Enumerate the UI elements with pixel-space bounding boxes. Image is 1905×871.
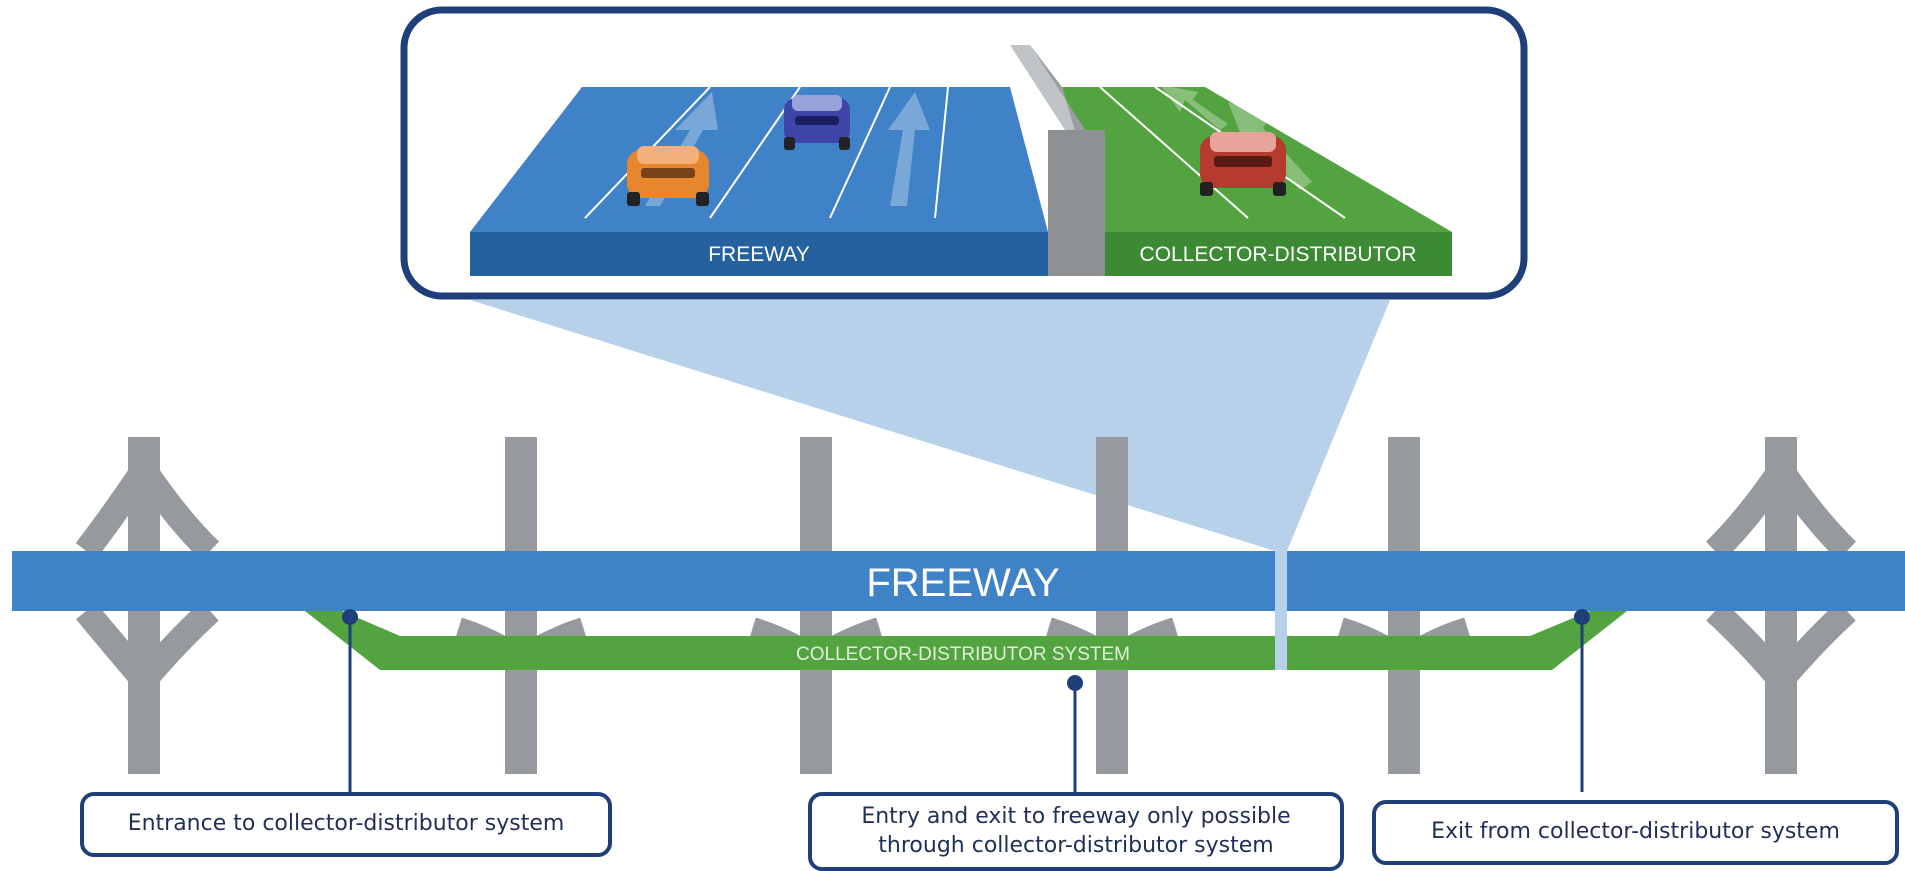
inset-cd-front xyxy=(1105,232,1452,276)
inset-freeway-front xyxy=(470,232,1048,276)
leader-dot-exit xyxy=(1574,609,1590,625)
callout-exit: Exit from collector-distributor system xyxy=(1372,800,1899,865)
inset-freeway-label: FREEWAY xyxy=(708,243,810,266)
cd-system-road xyxy=(305,611,1627,670)
callout-exit-text: Exit from collector-distributor system xyxy=(1431,819,1840,845)
red-car-icon xyxy=(1200,132,1286,196)
blue-car-icon xyxy=(784,95,850,150)
leader-dot-entrance xyxy=(342,609,358,625)
leader-dot-middle xyxy=(1067,675,1083,691)
main-freeway xyxy=(12,551,1905,611)
freeway-label: FREEWAY xyxy=(866,561,1059,605)
inset-barrier-front xyxy=(1048,130,1105,276)
inset-cd-label: COLLECTOR-DISTRIBUTOR xyxy=(1140,243,1417,266)
callout-freeway-access: Entry and exit to freeway only possible … xyxy=(808,792,1344,871)
cd-system-label: COLLECTOR-DISTRIBUTOR SYSTEM xyxy=(796,644,1130,665)
callout-entrance: Entrance to collector-distributor system xyxy=(80,792,612,857)
leader-lines xyxy=(348,617,1584,792)
orange-car-icon xyxy=(627,146,709,206)
callout-middle-line2: through collector-distributor system xyxy=(878,832,1274,858)
zoom-marker xyxy=(1275,551,1287,670)
leader-dots xyxy=(342,609,1590,691)
callout-entrance-text: Entrance to collector-distributor system xyxy=(127,811,565,837)
inset-barrier-top xyxy=(1010,45,1085,130)
inset-freeway-surface xyxy=(470,87,1048,232)
zoom-cone xyxy=(470,300,1390,551)
callout-middle-line1: Entry and exit to freeway only possible xyxy=(861,803,1291,829)
